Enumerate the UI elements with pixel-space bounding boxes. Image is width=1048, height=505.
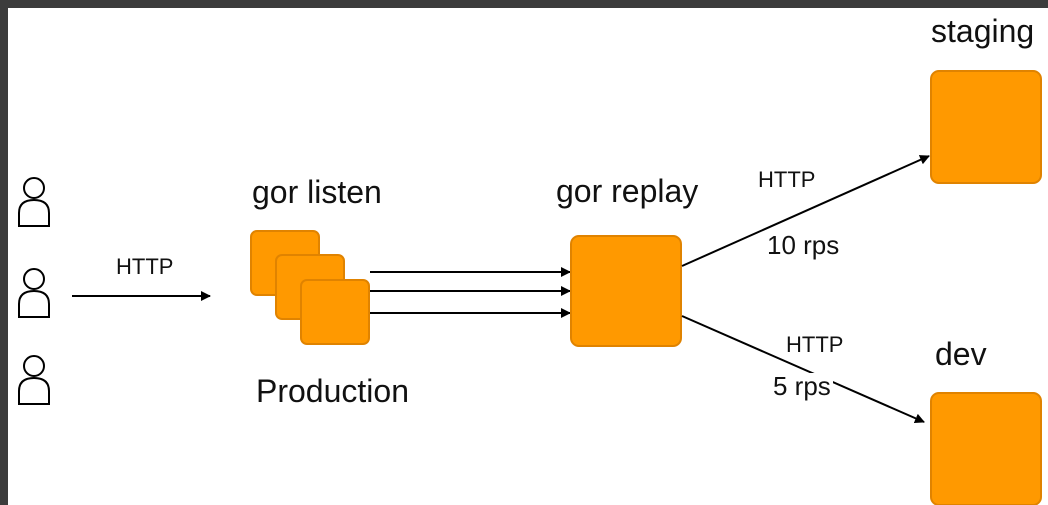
- staging-title: staging: [931, 13, 1035, 49]
- production-node-front: [300, 279, 370, 345]
- input-protocol-label: HTTP: [116, 254, 174, 279]
- diagram-svg: [18, 70, 1042, 505]
- user-icon: [18, 355, 50, 405]
- staging-protocol-label: HTTP: [756, 167, 818, 192]
- staging-node: [930, 70, 1042, 184]
- listener-title: gor listen: [252, 174, 382, 210]
- dev-rate-label: 5 rps: [771, 371, 833, 401]
- user-icon: [18, 177, 50, 227]
- diagram-canvas: HTTP gor listen Production gor replay st…: [8, 8, 1048, 505]
- replay-title: gor replay: [556, 173, 699, 209]
- dev-title: dev: [935, 336, 987, 372]
- replay-node: [570, 235, 682, 347]
- staging-rate-label: 10 rps: [765, 230, 842, 260]
- user-icon: [18, 268, 50, 318]
- dev-node: [930, 392, 1042, 505]
- replay-to-staging-arrow: [681, 155, 930, 267]
- dev-protocol-label: HTTP: [784, 332, 846, 357]
- replay-to-dev-arrow: [681, 315, 925, 423]
- listener-caption: Production: [256, 373, 409, 409]
